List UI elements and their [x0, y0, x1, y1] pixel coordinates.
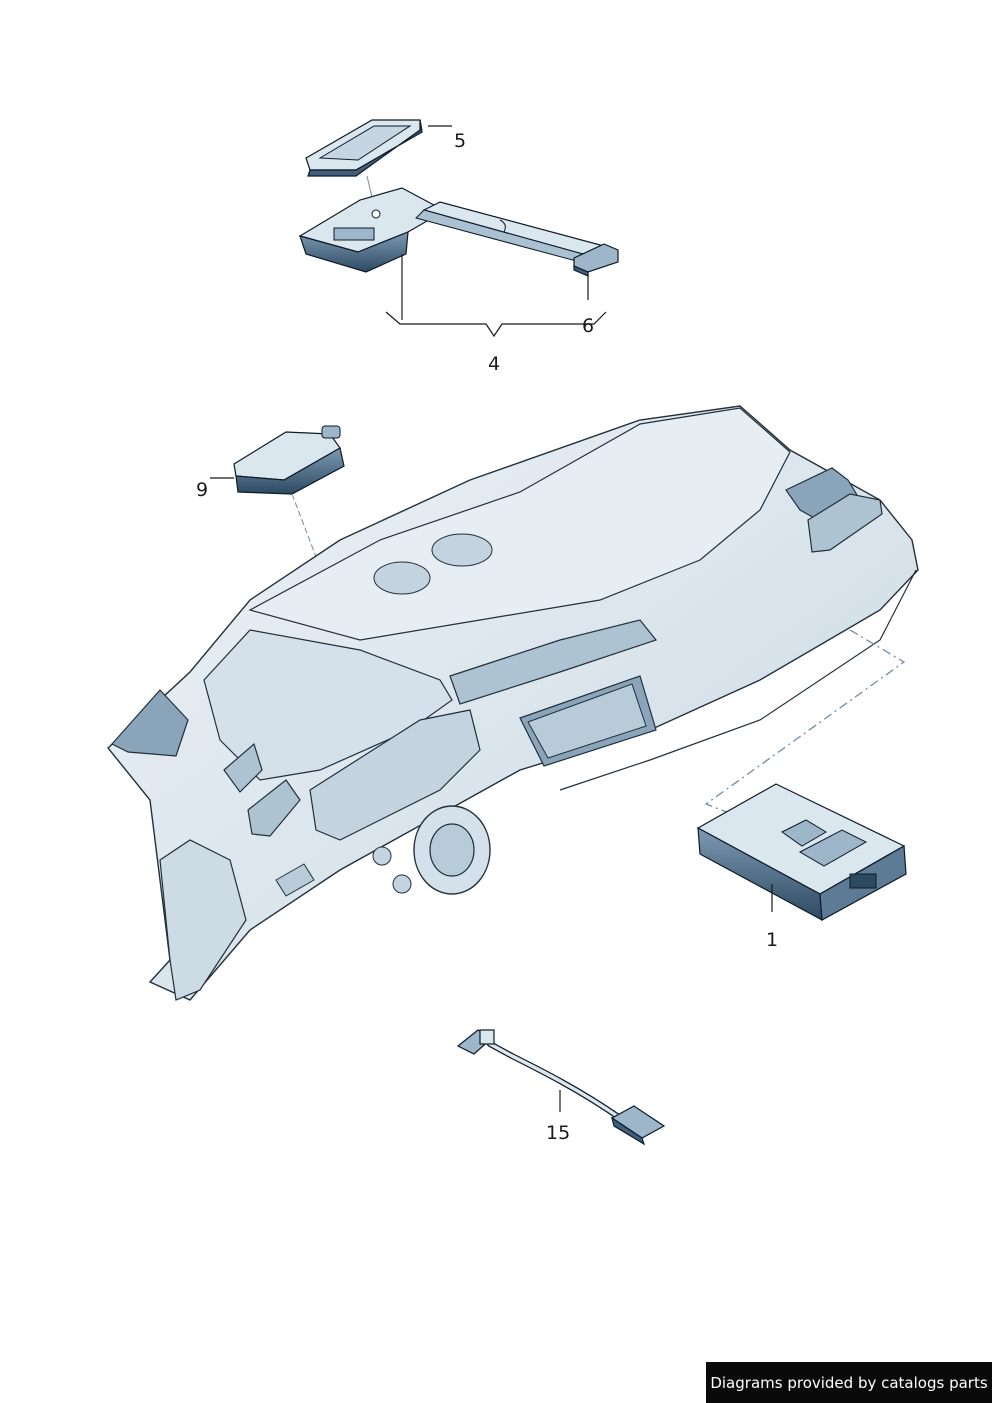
- dashboard-assembly: [107, 405, 919, 1001]
- part-5-cover: [305, 119, 423, 177]
- credit-badge: Diagrams provided by catalogs parts: [706, 1362, 992, 1403]
- leader-9-dash: [291, 493, 335, 605]
- leader-1-dash: [704, 629, 906, 819]
- part-4-control-unit: [298, 187, 619, 277]
- part-9-module: [233, 425, 345, 495]
- part-15-cable: [456, 1029, 666, 1146]
- callout-1[interactable]: 1: [766, 929, 778, 951]
- bracket-4: [385, 311, 607, 338]
- part-1-head-unit: [696, 783, 907, 922]
- callout-15[interactable]: 15: [546, 1122, 570, 1144]
- callout-9[interactable]: 9: [196, 479, 208, 501]
- callout-6[interactable]: 6: [582, 315, 594, 337]
- callout-4[interactable]: 4: [488, 353, 500, 375]
- callout-5[interactable]: 5: [454, 130, 466, 152]
